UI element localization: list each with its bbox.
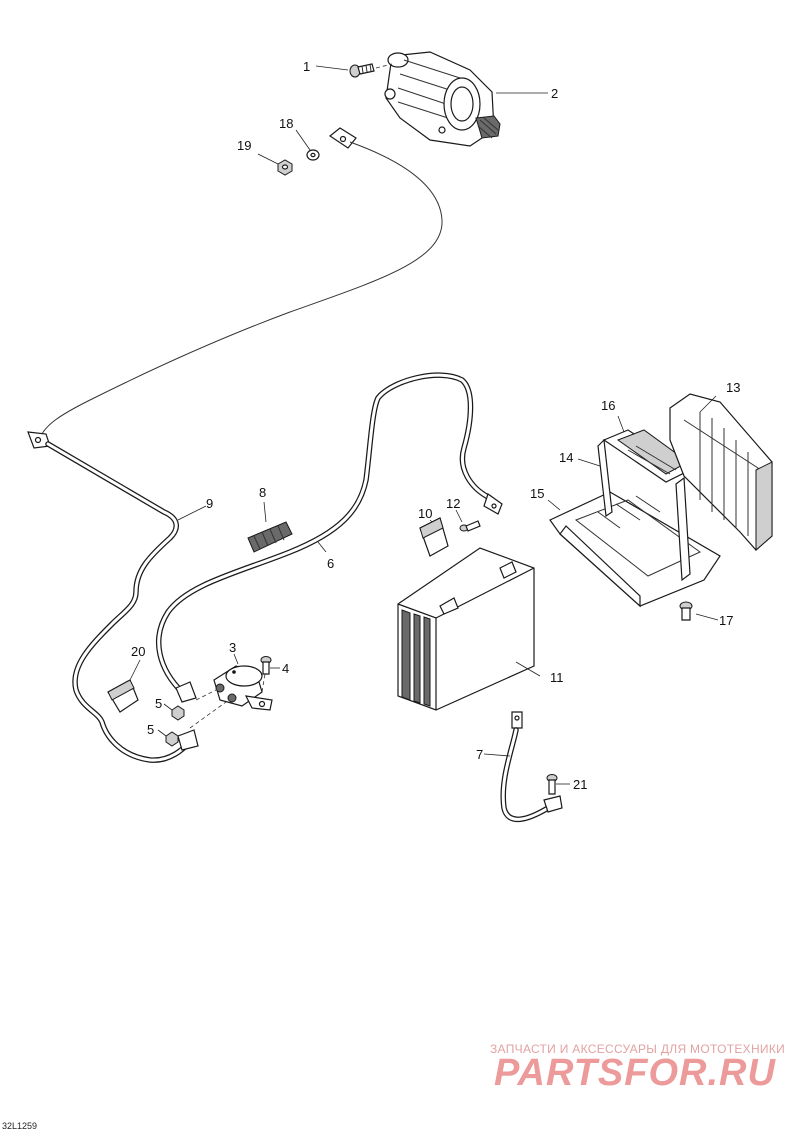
callout-5-upper: 5 (155, 696, 162, 711)
screw-17[interactable] (679, 601, 693, 621)
callout-14: 14 (559, 450, 573, 465)
callout-6: 6 (327, 556, 334, 571)
boot-20[interactable] (107, 679, 139, 713)
callout-17: 17 (719, 613, 733, 628)
callout-8: 8 (259, 485, 266, 500)
callout-12: 12 (446, 496, 460, 511)
nut-5-lower[interactable] (165, 731, 179, 747)
positive-cable-6[interactable] (156, 372, 503, 703)
callout-7: 7 (476, 747, 483, 762)
watermark-logo[interactable]: PARTSFOR.RU (494, 1052, 776, 1094)
cover-13[interactable] (669, 393, 773, 552)
nut-19[interactable] (277, 159, 293, 176)
screw-12[interactable] (459, 520, 481, 532)
callout-4: 4 (282, 661, 289, 676)
callout-11: 11 (550, 670, 564, 685)
battery-11[interactable] (397, 547, 535, 711)
callout-10: 10 (418, 506, 432, 521)
callout-3: 3 (229, 640, 236, 655)
sleeve-8[interactable] (247, 521, 293, 553)
callout-5-lower: 5 (147, 722, 154, 737)
callout-1: 1 (303, 59, 310, 74)
starter-motor[interactable] (384, 51, 501, 147)
callout-13: 13 (726, 380, 740, 395)
callout-2: 2 (551, 86, 558, 101)
bolt-1[interactable] (349, 63, 375, 78)
screw-21[interactable] (546, 774, 558, 795)
callout-21: 21 (573, 777, 587, 792)
washer-18[interactable] (306, 149, 320, 161)
callout-15: 15 (530, 486, 544, 501)
nut-5-upper[interactable] (171, 705, 185, 721)
ground-cable-9[interactable] (27, 127, 443, 763)
diagram-code: 32L1259 (2, 1121, 38, 1131)
bracket-16[interactable] (602, 429, 692, 483)
watermark-tagline: ЗАПЧАСТИ И АКСЕССУАРЫ ДЛЯ МОТОТЕХНИКИ (490, 1042, 786, 1056)
boot-10[interactable] (419, 517, 449, 557)
callout-20: 20 (131, 644, 145, 659)
callout-18: 18 (279, 116, 293, 131)
screw-4[interactable] (260, 656, 272, 675)
solenoid-3[interactable] (189, 665, 273, 729)
battery-tray-15[interactable] (549, 491, 721, 608)
callout-19: 19 (237, 138, 251, 153)
leader-lines (129, 65, 719, 785)
callout-9: 9 (206, 496, 213, 511)
battery-cable-7[interactable] (500, 711, 563, 822)
callouts: 1 2 18 19 13 16 14 15 12 10 17 11 7 21 9… (131, 59, 740, 792)
strap-14[interactable] (597, 438, 691, 582)
callout-16: 16 (601, 398, 615, 413)
